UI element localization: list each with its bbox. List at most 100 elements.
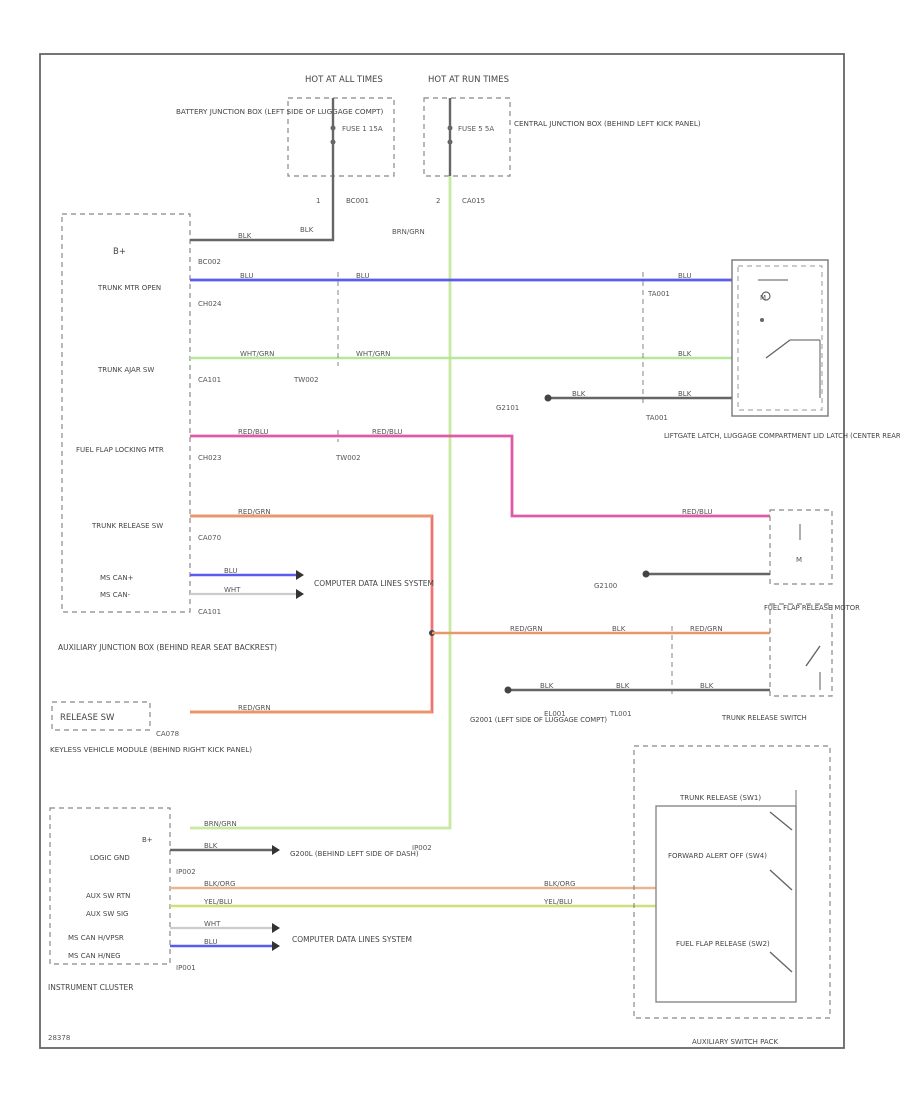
- wire-label-blk-4: BLK: [678, 390, 692, 398]
- wire-fuel-flap-locking-red-blu: [190, 434, 770, 518]
- wire-label-wht-1: WHT: [224, 586, 241, 594]
- wire-label-blk-5: BLK: [612, 625, 626, 633]
- connector-el001-label: EL001: [544, 710, 566, 718]
- instrument-cluster-label: INSTRUMENT CLUSTER: [48, 983, 133, 992]
- trunk-ajar-label: TRUNK AJAR SW: [97, 366, 154, 374]
- connector-ip001-label: IP001: [176, 964, 196, 972]
- ground-g2001-label: G2001 (LEFT SIDE OF LUGGAGE COMPT): [470, 716, 607, 724]
- hot-at-all-times-label: HOT AT ALL TIMES: [305, 75, 383, 85]
- ic-b-plus-label: B+: [142, 836, 153, 844]
- instrument-cluster-outline: [49, 807, 171, 965]
- connector-ch023-label: CH023: [198, 454, 222, 462]
- central-junction-box-label: CENTRAL JUNCTION BOX (BEHIND LEFT KICK P…: [514, 119, 701, 128]
- trunk-release-sw1-label: TRUNK RELEASE (SW1): [679, 794, 761, 802]
- fuel-flap-release-label: FUEL FLAP RELEASE MOTOR: [764, 604, 860, 612]
- wire-label-blu-5: BLU: [204, 938, 217, 946]
- connector-ca015-label: CA015: [462, 197, 485, 205]
- logic-gnd-label: LOGIC GND: [90, 854, 130, 862]
- g200l-label: G200L (BEHIND LEFT SIDE OF DASH): [290, 850, 419, 858]
- wire-label-red-grn-3: RED/GRN: [510, 625, 543, 633]
- connector-ch024-label: CH024: [198, 300, 222, 308]
- fuse-2-label: FUSE 5 5A: [458, 125, 494, 133]
- wire-label-brn-grn-ic: BRN/GRN: [204, 820, 237, 828]
- wire-label-red-blu-1: RED/BLU: [238, 428, 269, 436]
- wire-label-blk-7: BLK: [616, 682, 630, 690]
- wire-label-yel-blu-1: YEL/BLU: [203, 898, 232, 906]
- computer-data-lines-1-label: COMPUTER DATA LINES SYSTEM: [314, 579, 434, 588]
- fuel-flap-motor-box: M: [769, 509, 833, 585]
- liftgate-latch-label: LIFTGATE LATCH, LUGGAGE COMPARTMENT LID …: [664, 432, 900, 440]
- keyless-module-label: KEYLESS VEHICLE MODULE (BEHIND RIGHT KIC…: [50, 745, 252, 754]
- connector-ta001-b-label: TA001: [647, 290, 670, 298]
- connector-bc001-label: BC001: [346, 197, 369, 205]
- computer-data-lines-2-label: COMPUTER DATA LINES SYSTEM: [292, 935, 412, 944]
- wire-label-red-grn-4: RED/GRN: [690, 625, 723, 633]
- aux-switch-contacts: [769, 790, 797, 1002]
- motor-symbol: M: [760, 294, 766, 302]
- ms-can-h-ic-label: MS CAN H/VPSR: [68, 934, 124, 942]
- wire-trunk-release-red-grn: [190, 514, 434, 714]
- wire-label-blk-3: BLK: [572, 390, 586, 398]
- wire-label-wht-2: WHT: [204, 920, 221, 928]
- wire-label-blk-1: BLK: [238, 232, 252, 240]
- aux-sw-sig-label: AUX SW SIG: [86, 910, 128, 918]
- connector-tl001-label: TL001: [609, 710, 632, 718]
- connector-ip002-a-label: IP002: [176, 868, 196, 876]
- wire-label-blu-4: BLU: [224, 567, 237, 575]
- hot-at-run-label: HOT AT RUN TIMES: [428, 75, 509, 85]
- fuel-flap-release-sw-label: FUEL FLAP RELEASE (SW2): [676, 940, 770, 948]
- connector-ip002-b-label: IP002: [412, 844, 432, 852]
- trunk-release-switch-box: [769, 603, 833, 697]
- liftgate-latch-box: M: [731, 259, 829, 417]
- wire-label-wht-grn-1: WHT/GRN: [240, 350, 274, 358]
- aux-sw-rtn-label: AUX SW RTN: [86, 892, 130, 900]
- motor-symbol-2: M: [796, 556, 802, 564]
- wire-label-blk-8: BLK: [700, 682, 714, 690]
- wire-label-wht-grn-2: WHT/GRN: [356, 350, 390, 358]
- ms-can-h-label: MS CAN+: [100, 574, 134, 582]
- wire-label-yel-blu-2: YEL/BLU: [543, 898, 572, 906]
- wire-label-blu-3: BLU: [678, 272, 691, 280]
- aux-b-plus-label: B+: [113, 247, 126, 257]
- wire-label-blu-1: BLU: [240, 272, 253, 280]
- connector-ta001-a-label: TA001: [645, 414, 668, 422]
- footer-id: 28378: [48, 1034, 70, 1042]
- wire-blk-top-label: BLK: [300, 226, 314, 234]
- aux-switch-pack-outline: [633, 745, 831, 1019]
- wire-b-plus-blk: [190, 176, 335, 242]
- wire-label-blk-org-1: BLK/ORG: [204, 880, 235, 888]
- wire-label-red-grn-1: RED/GRN: [238, 508, 271, 516]
- connector-ca078-label: CA078: [156, 730, 179, 738]
- wire-label-red-blu-3: RED/BLU: [682, 508, 713, 516]
- trunk-mtr-open-label: TRUNK MTR OPEN: [97, 284, 161, 292]
- keyless-module-outline: [51, 701, 151, 731]
- wire-label-red-grn-2: RED/GRN: [238, 704, 271, 712]
- battery-junction-box: HOT AT ALL TIMES BATTERY JUNCTION BOX (L…: [176, 75, 395, 177]
- diagram-frame: [39, 53, 845, 1049]
- aux-junction-box-outline: [61, 213, 191, 613]
- wire-label-blk-2: BLK: [678, 350, 692, 358]
- ms-can-l-ic-label: MS CAN H/NEG: [68, 952, 121, 960]
- wire-label-red-blu-2: RED/BLU: [372, 428, 403, 436]
- wire-label-blk-org-2: BLK/ORG: [544, 880, 575, 888]
- connector-ca101-b-label: CA101: [198, 608, 221, 616]
- connector-tw002-a-label: TW002: [293, 376, 319, 384]
- ground-g2100-label: G2100: [594, 582, 617, 590]
- pin-2-label: 2: [436, 197, 440, 205]
- connector-ca070-label: CA070: [198, 534, 221, 542]
- central-junction-box: HOT AT RUN TIMES CENTRAL JUNCTION BOX (B…: [423, 75, 701, 177]
- aux-junction-box-label: AUXILIARY JUNCTION BOX (BEHIND REAR SEAT…: [58, 643, 277, 652]
- fuel-flap-locking-label: FUEL FLAP LOCKING MTR: [76, 446, 164, 454]
- pin-1-label: 1: [316, 197, 320, 205]
- trunk-release-sw-label: TRUNK RELEASE SW: [91, 522, 163, 530]
- ground-g2101-label: G2101: [496, 404, 519, 412]
- fuse-1-label: FUSE 1 15A: [342, 125, 383, 133]
- aux-switch-pack-label: AUXILIARY SWITCH PACK: [692, 1038, 778, 1046]
- connector-bc002-label: BC002: [198, 258, 221, 266]
- connector-tw002-b-label: TW002: [335, 454, 361, 462]
- wire-label-blk-9: BLK: [204, 842, 218, 850]
- ms-can-l-label: MS CAN-: [100, 591, 131, 599]
- wire-label-blu-2: BLU: [356, 272, 369, 280]
- connector-ca101-label: CA101: [198, 376, 221, 384]
